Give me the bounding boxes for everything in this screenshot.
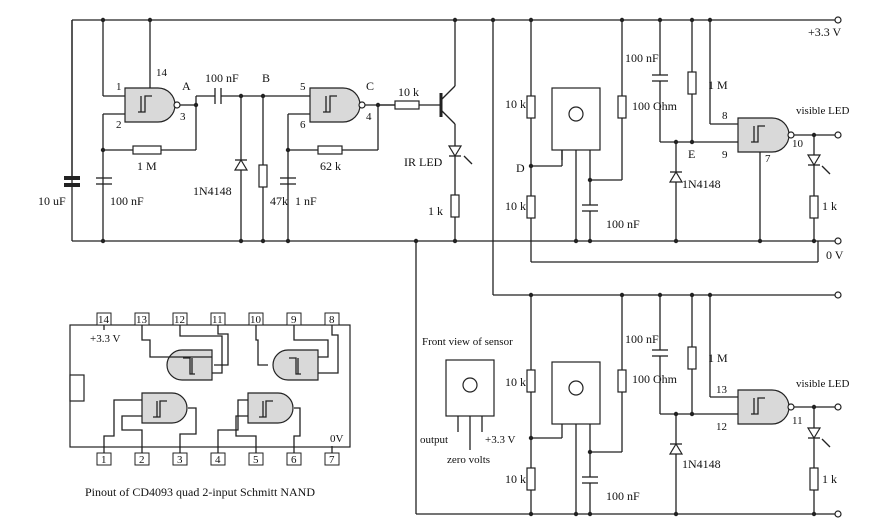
pinout-caption: Pinout of CD4093 quad 2-input Schmitt NA… bbox=[85, 485, 315, 499]
pinout-gate-bottom-right bbox=[247, 392, 294, 424]
g2-pin5: 5 bbox=[300, 81, 306, 93]
pinout-bottom-pins: 1 2 3 4 5 6 7 bbox=[96, 452, 340, 466]
ir-led-label: IR LED bbox=[404, 155, 443, 169]
junction-dots bbox=[100, 17, 817, 517]
pinout-gate-bottom-left bbox=[141, 392, 188, 424]
r-1k-c-label: 1 k bbox=[822, 472, 837, 486]
bottom-pin: 1 bbox=[101, 454, 107, 466]
node-c: C bbox=[366, 79, 374, 93]
sensor-output-label: output bbox=[420, 434, 448, 446]
bottom-pin: 5 bbox=[253, 454, 259, 466]
d-1n4148-b-label: 1N4148 bbox=[682, 177, 721, 191]
bottom-pin: 3 bbox=[177, 454, 183, 466]
top-pin: 8 bbox=[329, 314, 335, 326]
c-1nf-label: 1 nF bbox=[295, 194, 317, 208]
r-47k-label: 47k bbox=[270, 194, 288, 208]
r-1m-b-label: 1 M bbox=[708, 78, 728, 92]
g1-pin3: 3 bbox=[180, 111, 186, 123]
g4-pin13: 13 bbox=[716, 384, 728, 396]
g3-pin8: 8 bbox=[722, 110, 728, 122]
d-1n4148-a-label: 1N4148 bbox=[193, 184, 232, 198]
oscillator-section: 10 uF 1 2 14 3 A 1 M 100 nF 100 nF B bbox=[38, 20, 473, 241]
sensor-vplus-label: +3.3 V bbox=[485, 434, 516, 446]
c-100nf-b-label: 100 nF bbox=[205, 71, 239, 85]
nand-gate-4 bbox=[737, 389, 790, 425]
r-100ohm-a-label: 100 Ohm bbox=[632, 99, 678, 113]
c-100nf-d-label: 100 nF bbox=[625, 51, 659, 65]
r-10k-b-label: 10 k bbox=[505, 97, 526, 111]
c-100nf-a-label: 100 nF bbox=[110, 194, 144, 208]
top-pin: 10 bbox=[250, 314, 262, 326]
pinout-zero: 0V bbox=[330, 433, 344, 445]
bottom-pin: 4 bbox=[215, 454, 221, 466]
c-100nf-f-label: 100 nF bbox=[625, 332, 659, 346]
c-10uf-label: 10 uF bbox=[38, 194, 66, 208]
pinout-top-pins: 14 13 12 11 10 9 8 bbox=[96, 312, 340, 326]
r-1k-a-label: 1 k bbox=[428, 204, 443, 218]
lower-detector: 10 k 10 k 100 nF 100 Ohm 100 nF 1N4148 1… bbox=[415, 20, 850, 518]
top-pin: 9 bbox=[291, 314, 297, 326]
g4-pin11: 11 bbox=[792, 415, 803, 427]
sensor-title: Front view of sensor bbox=[422, 336, 513, 348]
d-1n4148-c-label: 1N4148 bbox=[682, 457, 721, 471]
g1-pin14: 14 bbox=[156, 67, 168, 79]
g4-pin12: 12 bbox=[716, 421, 727, 433]
node-a: A bbox=[182, 79, 191, 93]
zero-label: 0 V bbox=[826, 248, 844, 262]
node-d: D bbox=[516, 161, 525, 175]
upper-detector: 10 k 10 k D 100 nF 100 Ohm 100 nF 1N4148 bbox=[505, 20, 850, 263]
node-e: E bbox=[688, 147, 695, 161]
bottom-pin: 7 bbox=[329, 454, 335, 466]
nand-gate-1 bbox=[124, 87, 176, 123]
nand-gate-3 bbox=[737, 117, 790, 153]
g2-pin6: 6 bbox=[300, 119, 306, 131]
sensor-zero-label: zero volts bbox=[447, 454, 490, 466]
g1-pin2: 2 bbox=[116, 119, 122, 131]
g3-pin7: 7 bbox=[765, 153, 771, 165]
g3-pin10: 10 bbox=[792, 138, 804, 150]
r-62k-label: 62 k bbox=[320, 159, 341, 173]
pinout-diagram: +3.3 V 0V 14 13 12 11 10 9 8 1 2 3 4 bbox=[69, 312, 351, 499]
node-b: B bbox=[262, 71, 270, 85]
visible-led-a-label: visible LED bbox=[796, 105, 850, 117]
c-100nf-c-label: 100 nF bbox=[606, 217, 640, 231]
r-10k-c-label: 10 k bbox=[505, 199, 526, 213]
top-pin: 11 bbox=[212, 314, 223, 326]
top-pin: 14 bbox=[98, 314, 110, 326]
r-1m-a-label: 1 M bbox=[137, 159, 157, 173]
r-10k-a-label: 10 k bbox=[398, 85, 419, 99]
power-rails: +3.3 V 0 V bbox=[71, 16, 844, 262]
g3-pin9: 9 bbox=[722, 149, 728, 161]
g2-pin4: 4 bbox=[366, 111, 372, 123]
visible-led-b-label: visible LED bbox=[796, 378, 850, 390]
r-10k-d-label: 10 k bbox=[505, 375, 526, 389]
g1-pin1: 1 bbox=[116, 81, 122, 93]
bottom-pin: 6 bbox=[291, 454, 297, 466]
vplus-label: +3.3 V bbox=[808, 25, 842, 39]
top-pin: 13 bbox=[136, 314, 148, 326]
sensor-front-view: Front view of sensor output +3.3 V zero … bbox=[420, 336, 516, 466]
top-pin: 12 bbox=[174, 314, 185, 326]
nand-gate-2 bbox=[309, 87, 361, 123]
c-100nf-e-label: 100 nF bbox=[606, 489, 640, 503]
r-100ohm-b-label: 100 Ohm bbox=[632, 372, 678, 386]
bottom-pin: 2 bbox=[139, 454, 145, 466]
pinout-vplus: +3.3 V bbox=[90, 333, 121, 345]
r-1k-b-label: 1 k bbox=[822, 199, 837, 213]
r-10k-e-label: 10 k bbox=[505, 472, 526, 486]
r-1m-c-label: 1 M bbox=[708, 351, 728, 365]
